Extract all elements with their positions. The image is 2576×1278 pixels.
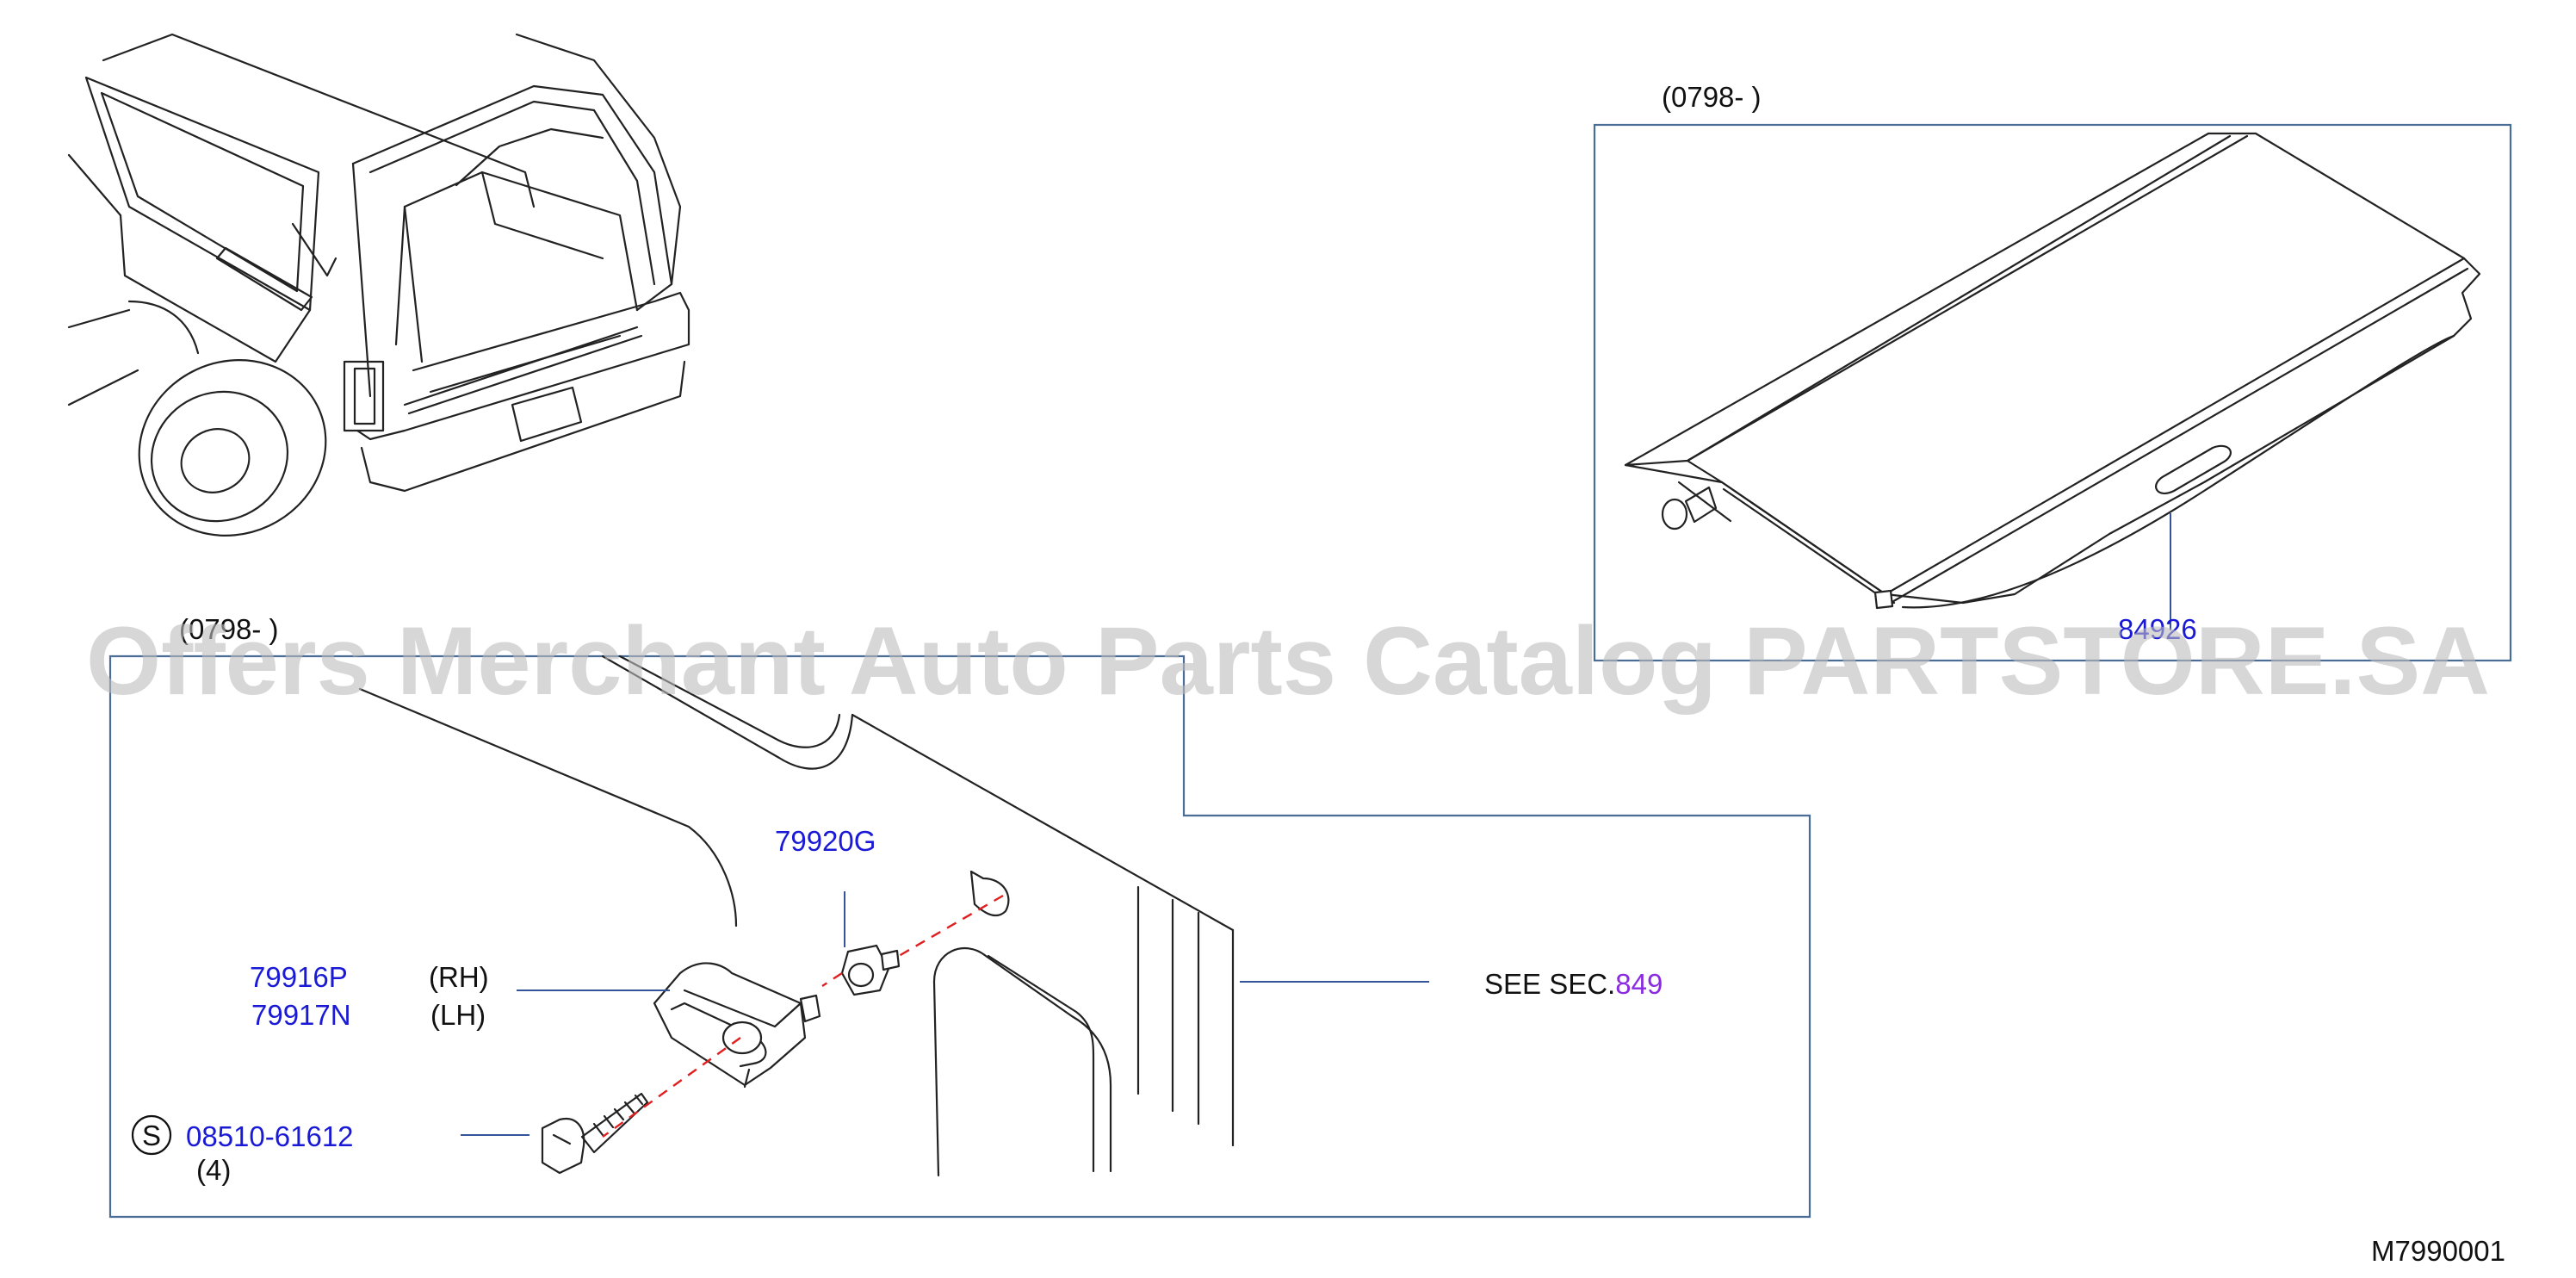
bottom-date-range: (0798- ) — [179, 613, 279, 645]
side-rh-label: (RH) — [429, 961, 489, 993]
centerline-screw — [602, 1037, 741, 1138]
standard-part-marker-letter: S — [142, 1120, 161, 1151]
standard-part-marker — [131, 1114, 172, 1156]
figure-code: M7990001 — [2371, 1235, 2505, 1267]
part-number-84926[interactable]: 84926 — [2118, 613, 2197, 645]
see-section-link[interactable]: 849 — [1615, 968, 1663, 1000]
screw-quantity: (4) — [196, 1154, 231, 1186]
part-number-79916P[interactable]: 79916P — [250, 961, 348, 993]
part-number-79920G[interactable]: 79920G — [775, 825, 876, 857]
see-section-reference: SEE SEC.849 — [1484, 968, 1663, 1000]
trim-panel-illustration — [358, 655, 1235, 1177]
watermark: Offers Merchant Auto Parts Catalog PARTS… — [86, 607, 2490, 715]
centerline-clip — [898, 894, 1004, 958]
clip-79920G-illustration — [840, 944, 901, 996]
part-number-79917N[interactable]: 79917N — [251, 999, 351, 1031]
tonneau-cover-illustration — [1624, 132, 2481, 610]
centerline-bracket — [821, 971, 843, 988]
vehicle-rear-illustration — [67, 33, 690, 537]
part-number-08510-61612[interactable]: 08510-61612 — [186, 1120, 354, 1152]
top-date-range: (0798- ) — [1662, 81, 1762, 113]
top-frame — [1593, 123, 2512, 662]
screw-08510-61612-illustration — [541, 1092, 649, 1175]
side-lh-label: (LH) — [430, 999, 486, 1031]
bottom-frame — [108, 655, 1811, 1219]
bracket-79916P-79917N-illustration — [653, 962, 821, 1089]
see-section-prefix: SEE SEC. — [1484, 968, 1615, 1000]
